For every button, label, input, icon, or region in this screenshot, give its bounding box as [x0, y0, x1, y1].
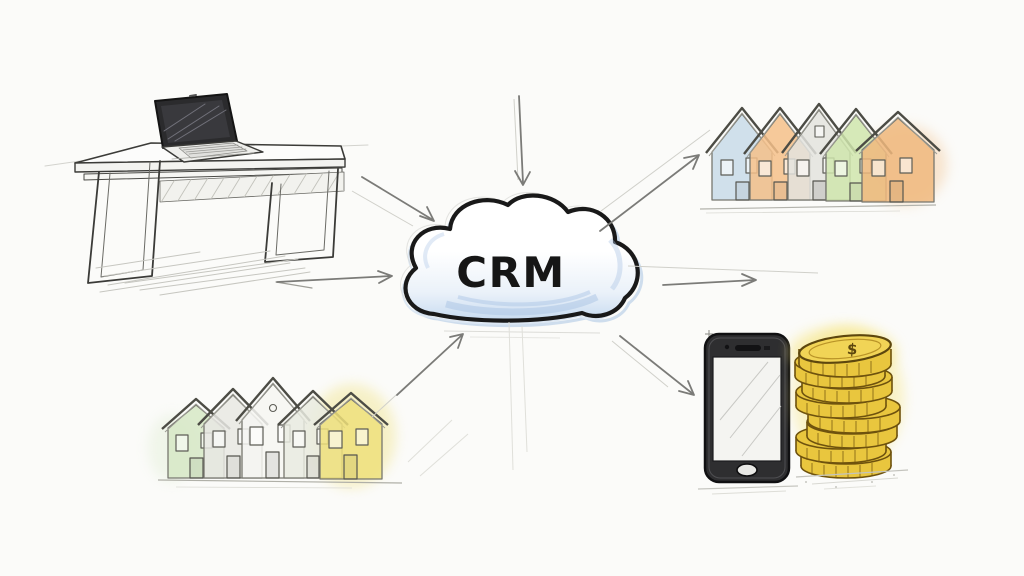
arrow-cloud-to-houses-top-right	[599, 154, 700, 232]
phone-screen-glare	[719, 361, 782, 457]
house-door	[735, 181, 750, 201]
house-door	[226, 455, 241, 479]
house-door	[889, 180, 904, 203]
house-window	[834, 160, 848, 177]
crm-cloud-label: CRM	[456, 248, 565, 297]
stray-pencil-lines	[407, 321, 528, 477]
house-door	[812, 180, 827, 201]
house-door	[849, 182, 863, 202]
house-door	[189, 457, 204, 479]
phone-home-button	[736, 463, 758, 477]
arrow-houses-bottom-left-to-cloud	[396, 333, 464, 396]
house-window	[175, 434, 189, 452]
house-door	[773, 181, 788, 201]
arrow-desk-to-cloud	[361, 176, 435, 222]
smartphone-sketch	[697, 330, 799, 495]
house-door	[343, 454, 358, 480]
house-window	[249, 426, 264, 446]
house-window	[292, 430, 306, 448]
desk-top-edge	[74, 158, 346, 173]
coins-shadow	[795, 469, 909, 490]
laptop-keyboard	[178, 142, 248, 159]
coin-stack-sketch: $	[789, 326, 909, 490]
house-gable-vent	[268, 403, 278, 413]
houses-top-right	[699, 102, 947, 214]
house-window	[355, 428, 369, 446]
pencil-overshoot-strokes	[44, 144, 369, 167]
coins	[794, 349, 901, 479]
house-window	[212, 430, 226, 448]
currency-symbol: $	[846, 340, 858, 359]
phone-camera	[724, 344, 730, 350]
ground-line-echo	[705, 210, 901, 214]
house-gable-window	[814, 125, 825, 138]
desk-laptop-sketch	[44, 93, 369, 296]
ground-line	[699, 204, 937, 210]
phone-sensor	[764, 346, 770, 350]
house-window	[720, 159, 734, 176]
desk-leg-right	[264, 168, 339, 263]
arrow-cloud-to-right	[662, 273, 757, 287]
house	[855, 110, 941, 203]
laptop-sketch	[154, 93, 264, 163]
house-window	[871, 159, 886, 177]
arrow-cloud-to-phone	[619, 335, 695, 396]
cloud-inner-shading	[423, 232, 623, 316]
arrows	[276, 95, 757, 396]
coin-top-face: $	[798, 334, 892, 364]
arrow-desk-to-cloud-horizontal	[276, 270, 393, 284]
house-window	[796, 159, 810, 177]
desk-shadow-strokes	[95, 250, 313, 296]
laptop-hinge	[189, 94, 197, 97]
house-window	[758, 160, 772, 177]
ground-line	[157, 479, 403, 484]
house-door	[265, 451, 280, 479]
phone-screen	[712, 356, 782, 462]
phone-shadow	[697, 485, 799, 495]
house-window	[899, 157, 913, 174]
ground-line-echo	[175, 486, 353, 489]
laptop-key-rows	[171, 144, 255, 160]
crm-cloud-node: CRM	[400, 191, 644, 339]
houses-bottom-left	[148, 376, 403, 489]
house-window	[328, 430, 343, 449]
phone-bezel	[708, 337, 786, 479]
house	[313, 391, 389, 480]
cloud-shape	[403, 193, 640, 323]
laptop-screen-highlights	[163, 103, 227, 142]
arrow-top-to-cloud	[514, 95, 531, 186]
house-door	[306, 455, 320, 479]
phone-speaker	[735, 345, 761, 351]
